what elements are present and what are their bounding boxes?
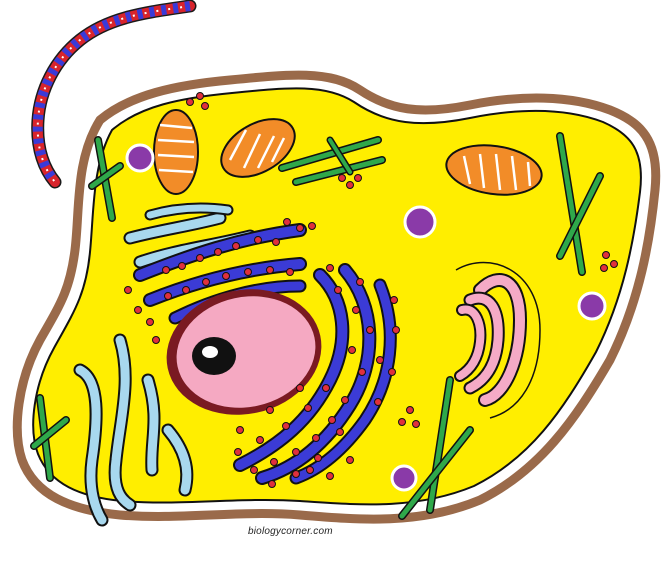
mitochondrion-1 bbox=[154, 110, 198, 194]
credit-text: biologycorner.com bbox=[248, 526, 333, 537]
